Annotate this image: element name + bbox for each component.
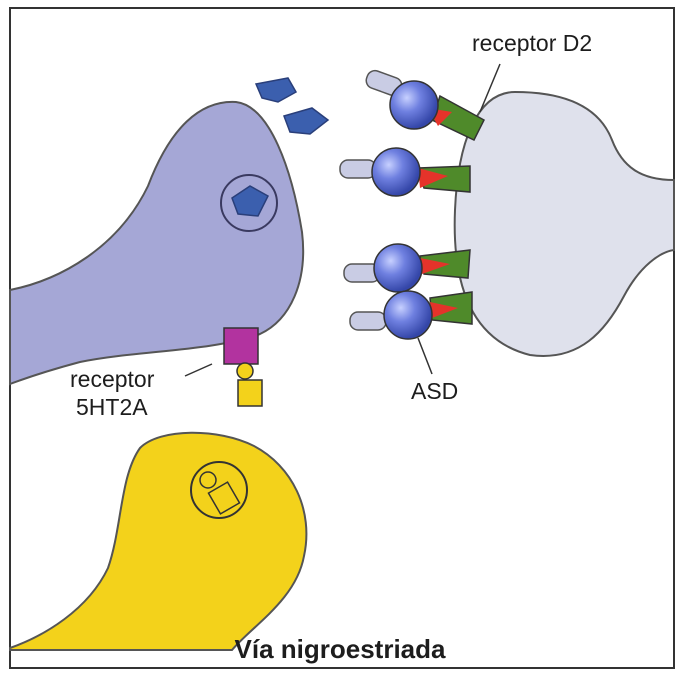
antipsychotic-molecule-icon	[372, 148, 420, 196]
5ht2a-receptor-icon	[224, 328, 258, 364]
serotonin-molecule-icon	[200, 472, 216, 488]
receptor-5ht2a-label-line2: 5HT2A	[76, 394, 148, 421]
antipsychotic-molecule-icon	[390, 81, 438, 129]
antipsychotic-molecule-icon	[374, 244, 422, 292]
asd-label: ASD	[411, 378, 458, 405]
receptor-5ht2a-label-line1: receptor	[70, 366, 154, 393]
receptor-d2-label: receptor D2	[472, 30, 592, 57]
serotonin-molecule-icon	[238, 380, 262, 406]
serotonin-molecule-icon	[237, 363, 253, 379]
antipsychotic-molecule-icon	[384, 291, 432, 339]
diagram-title: Vía nigroestriada	[0, 634, 680, 665]
